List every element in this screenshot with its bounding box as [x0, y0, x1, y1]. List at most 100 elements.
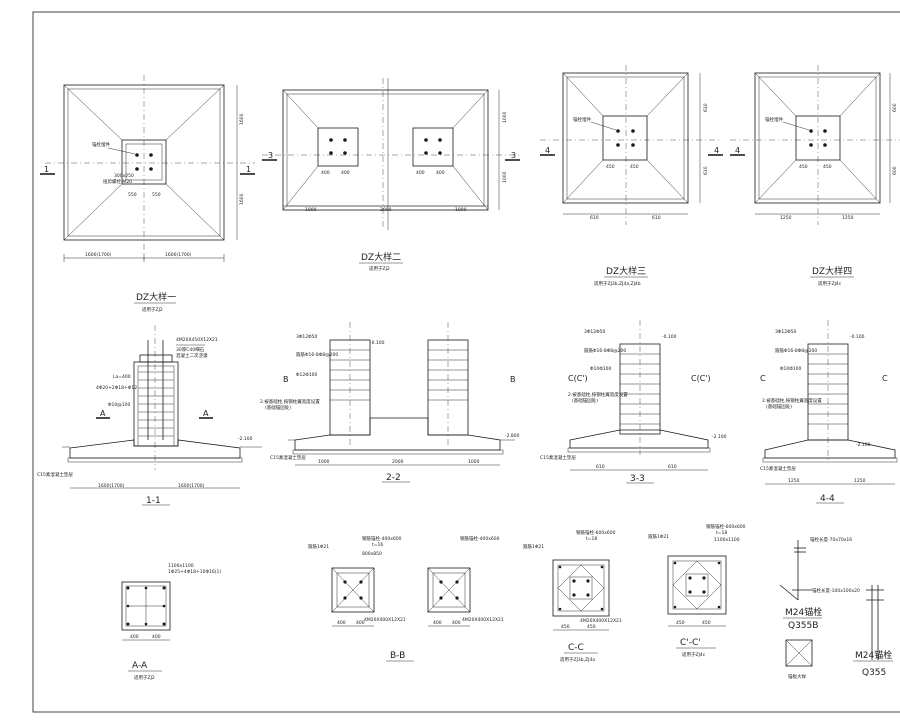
detail-cc-dim-left: 450	[561, 624, 570, 630]
detail-cc-label-4: 4M20X400X12X21	[580, 618, 622, 624]
plan-2-inner-dim-1: 400	[321, 170, 330, 176]
detail-aa-title: A-A	[132, 661, 148, 671]
plan-1-cut-left: 1	[44, 165, 49, 174]
section-1-dim-left: 1600(1700)	[98, 483, 125, 489]
section-2-label-1: 3Φ12Φ50	[296, 334, 318, 340]
anchor-title: M24锚栓	[785, 606, 822, 618]
detail-cp-label-2: 钢筋锚栓-600x600	[706, 523, 746, 530]
detail-cc-dim-right: 450	[587, 624, 596, 630]
section-4-cut-left: C	[760, 374, 766, 383]
section-3-label-3: -0.100	[662, 334, 677, 340]
anchor-label-1: 锚栓长度-70x70x16	[810, 536, 852, 543]
detail-bb-label-5: 4M20X400X12X21	[364, 617, 406, 623]
section-1-label-2: 30厚C40细石	[176, 346, 205, 353]
plan-2-cut-left: 3	[268, 151, 273, 160]
plan-2-inner-dim-2: 400	[341, 170, 350, 176]
section-4-label-6: (基础锚固处)	[766, 403, 792, 410]
detail-cp-label-3: t=18	[716, 530, 727, 536]
section-3-dim-left: 610	[596, 464, 605, 470]
detail-bb-dim-4: 400	[452, 620, 461, 626]
plan-4-anchor-label: 锚栓埋件	[765, 116, 783, 123]
section-3-dim-right: 610	[668, 464, 677, 470]
plan-1-note: 扭剪螺栓 M20	[103, 178, 132, 185]
detail-cc-title: C-C	[568, 643, 584, 653]
section-3-bottom-label: C15素混凝土垫层	[540, 454, 576, 461]
plan-2-dim-left: 1000	[305, 207, 317, 213]
section-2-cut-left: B	[283, 375, 289, 384]
plan-1-title: DZ大样一	[136, 291, 176, 303]
section-1-title: 1-1	[146, 496, 161, 506]
plan-3-inner-dim-1: 450	[606, 164, 615, 170]
plan-2-inner-dim-3: 400	[416, 170, 425, 176]
section-3-label-6: (基础锚固处)	[572, 397, 598, 404]
section-4-label-1: 3Φ12Φ50	[775, 329, 797, 335]
plan-2-subtitle: 适用于ZJ2	[369, 265, 390, 272]
detail-bb-label-7: 4M20X400X12X21	[462, 617, 504, 623]
section-4-label-4: Φ10Φ100	[780, 366, 802, 372]
plan-1-vdim-top: 1600	[239, 113, 245, 125]
plan-3-title: DZ大样三	[606, 265, 646, 277]
plan-2-cut-right: 3	[511, 151, 516, 160]
detail-cp-dim-left: 450	[676, 620, 685, 626]
plan-1-dim-right: 1600(1700)	[165, 252, 192, 258]
section-1-label-5: 4Φ20+2Φ18+Φ12	[96, 385, 137, 391]
section-4-dim-left: 1250	[788, 478, 800, 484]
plan-1-inner-dim-3: 550	[152, 192, 161, 198]
section-2-title: 2-2	[386, 473, 401, 483]
plan-dz-2: 400 400 400 400 1000 2000 1000 1000 1000…	[262, 78, 520, 272]
section-4-label-5: 2.被基础柱,按钢柱翼宽度设置	[762, 397, 822, 404]
plan-1-cut-right: 1	[246, 165, 251, 174]
detail-c-prime: 箍筋1Φ21 钢筋锚栓-600x600 t=18 1100x1100 450 4…	[648, 523, 746, 658]
section-4-cut-right: C	[882, 374, 888, 383]
plan-2-inner-dim-4: 400	[436, 170, 445, 176]
section-2-dim-right: 1000	[468, 459, 480, 465]
section-2-label-5: 2.被基础柱,按钢柱翼宽度设置	[260, 398, 320, 405]
plan-2-dim-right: 1000	[455, 207, 467, 213]
anchor-plate-label: 锚板大样	[788, 673, 806, 680]
section-2-dim-mid: 2000	[392, 459, 404, 465]
detail-bb-label-2: 钢筋锚栓-400x600	[362, 535, 402, 542]
plan-4-cut-left: 4	[735, 146, 740, 155]
detail-bb-label-4: 800x850	[362, 551, 382, 557]
plan-4-vdim-bottom: 600	[892, 166, 898, 175]
section-1-dim-right: 1600(1700)	[178, 483, 205, 489]
plan-4-vdim-top: 600	[892, 103, 898, 112]
detail-bb-label-6: 钢筋锚栓-400x600	[460, 535, 500, 542]
section-4-elev: -2.100	[856, 442, 871, 448]
detail-a-a: 1100x1100 1Φ25+4Φ18+10Φ16(1) 400 400 A-A…	[121, 563, 221, 681]
section-3-label-4: Φ10Φ100	[590, 366, 612, 372]
detail-cp-label-4: 1100x1100	[714, 537, 740, 543]
anchor-subtitle-2: Q355	[862, 668, 886, 678]
plan-4-inner-dim-1: 450	[799, 164, 808, 170]
detail-b-b: 箍筋1Φ21 钢筋锚栓-400x600 t=16 800x850 4M20X40…	[308, 535, 504, 662]
plan-4-dim-left: 1250	[780, 215, 792, 221]
section-4-label-3: -0.100	[850, 334, 865, 340]
plan-3-cut-left: 4	[545, 146, 550, 155]
section-1-elev: -2.100	[238, 436, 253, 442]
anchor-title-2: M24锚栓	[855, 649, 892, 661]
plan-4-dim-right: 1250	[842, 215, 854, 221]
section-1-label-3: 混凝土二次浇灌	[176, 352, 208, 359]
section-4-dim-right: 1250	[854, 478, 866, 484]
plan-dz-3: 锚栓埋件 450 450 610 610 610 610 4 4 DZ大样三 适…	[540, 65, 723, 287]
section-1-1: 4M20X450X12X21 30厚C40细石 混凝土二次浇灌 La=400 4…	[37, 325, 262, 506]
section-1-label-6: Φ10@100	[108, 402, 130, 408]
section-4-title: 4-4	[820, 494, 835, 504]
plan-4-subtitle: 适用于ZJ4c	[818, 280, 842, 287]
plan-2-title: DZ大样二	[361, 251, 401, 263]
plan-dz-4: 锚栓埋件 450 450 1250 1250 600 600 4 DZ大样四 适…	[730, 65, 900, 287]
detail-cc-subtitle: 适用于ZJ3b,ZJ4a	[560, 656, 595, 663]
plan-3-dim-left: 610	[590, 215, 599, 221]
detail-cp-dim-right: 450	[702, 620, 711, 626]
plan-3-anchor-label: 锚栓埋件	[573, 116, 591, 123]
section-2-cut-right: B	[510, 375, 516, 384]
section-1-bottom-label: C15素混凝土垫层	[37, 471, 73, 478]
detail-bb-dim-2: 400	[356, 620, 365, 626]
section-3-3: 3Φ12Φ50 箍筋Φ16-8Φ8@200 -0.100 Φ10Φ100 2.被…	[540, 320, 727, 484]
section-2-label-4: Φ12Φ100	[296, 372, 318, 378]
section-1-cut-left: A	[100, 409, 106, 418]
section-2-label-3: -0.100	[370, 340, 385, 346]
plan-2-dim-mid: 2000	[380, 207, 392, 213]
sheet-border	[32, 11, 900, 713]
plan-2-vdim-top: 1000	[502, 111, 508, 123]
